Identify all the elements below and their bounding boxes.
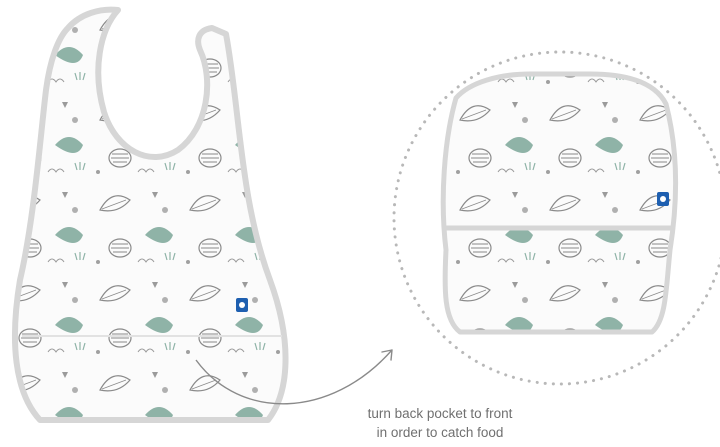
bib-pocket-body [440,71,679,335]
curved-arrow-icon [195,349,393,405]
bib-body [11,6,289,423]
caption-line-2: in order to catch food [376,425,504,440]
bib-full-view [11,6,289,423]
caption-line-1: turn back pocket to front [367,406,513,421]
caption: turn back pocket to front in order to ca… [330,404,550,442]
bib-pocket-view [440,71,679,335]
dotted-circle [392,50,720,386]
